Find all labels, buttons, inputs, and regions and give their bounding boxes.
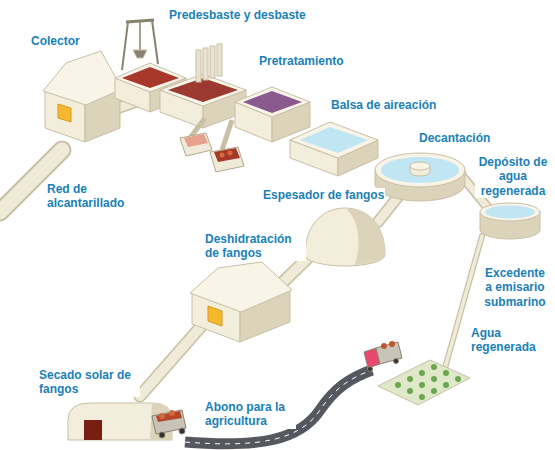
reclaimed-water-tank bbox=[480, 203, 540, 239]
plant-label: Red de alcantarillado bbox=[46, 182, 138, 211]
plant-label: Balsa de aireación bbox=[330, 98, 437, 112]
thickener-dome bbox=[305, 208, 385, 266]
plant-label: Agua regenerada bbox=[470, 326, 542, 355]
truck-fertilizer bbox=[152, 410, 186, 438]
dewatering-house bbox=[190, 262, 292, 342]
plant-label: Espesador de fangos bbox=[262, 188, 385, 202]
collector-house bbox=[43, 51, 122, 142]
pretreatment-tank bbox=[160, 44, 246, 128]
plant-label: Secado solar de fangos bbox=[38, 368, 140, 397]
plant-label: Decantación bbox=[418, 131, 491, 145]
truck-field bbox=[364, 341, 402, 372]
crop-field bbox=[378, 360, 470, 405]
plant-label: Pretratamiento bbox=[258, 54, 345, 68]
clarifier bbox=[375, 153, 465, 201]
plant-label: Abono para la agricultura bbox=[204, 400, 296, 429]
road bbox=[185, 370, 372, 444]
aeration-tank bbox=[235, 87, 310, 142]
plant-label: Deshidratación de fangos bbox=[204, 232, 306, 261]
plant-label: Excedente a emisario submarino bbox=[479, 266, 551, 309]
waste-bins bbox=[180, 118, 244, 172]
plant-label: Colector bbox=[30, 34, 81, 48]
settling-tank bbox=[290, 122, 378, 176]
plant-label: Depósito de agua regenerada bbox=[475, 155, 551, 198]
plant-label: Predesbaste y desbaste bbox=[168, 8, 307, 22]
pipes bbox=[0, 86, 488, 396]
